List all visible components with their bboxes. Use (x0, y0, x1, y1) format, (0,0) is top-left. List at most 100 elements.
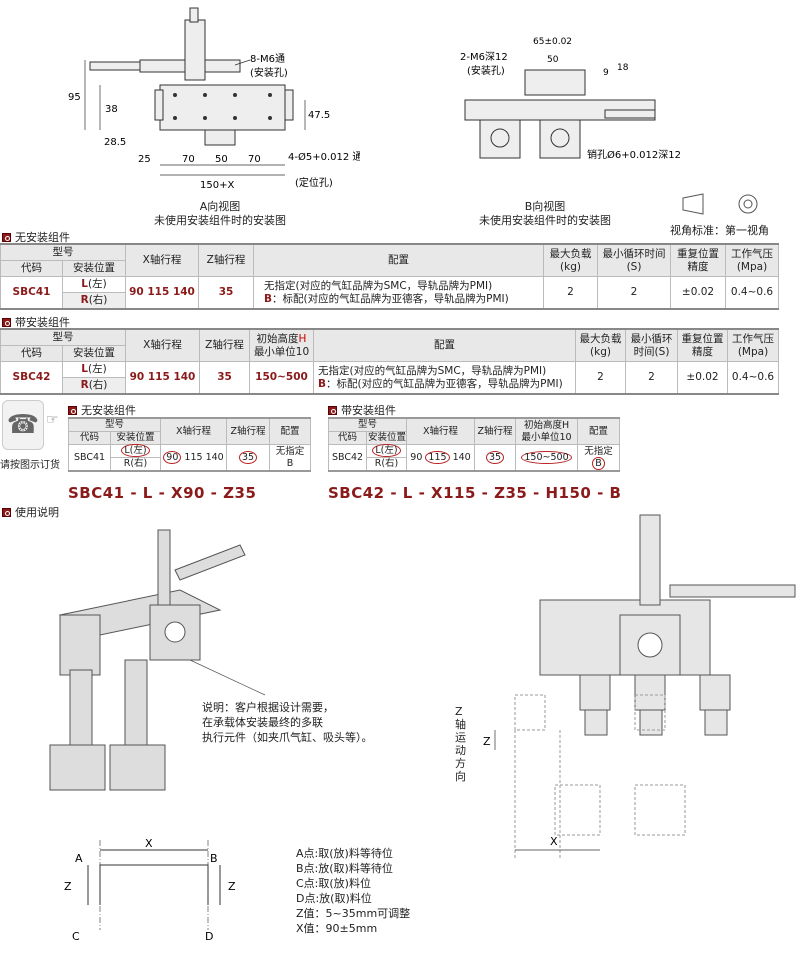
section1-title: 无安装组件 (15, 231, 70, 244)
drawing_a-dims-1: 38 (105, 104, 118, 115)
usage-title: 使用说明 (15, 506, 59, 519)
order-right-z_h: Z轴行程 (474, 417, 517, 445)
drawing-a-caption: A向视图未使用安装组件时的安装图 (140, 200, 300, 228)
drawing-a-view: 8-M6通 (安装孔) 4-Ø5+0.012 通 (定位孔) 95 38 28.… (68, 7, 360, 191)
order-left-R: R(右) (109, 457, 162, 472)
order-right-x3: 140 (452, 451, 471, 463)
drawing_a-dims-2: 28.5 (104, 137, 126, 148)
order-left-header: 无安装组件 (68, 402, 136, 418)
view-standard: 视角标准：第一视角 (670, 224, 769, 237)
usage-dim_z: Z (483, 735, 491, 748)
section1-header: 无安装组件 (2, 229, 70, 245)
section2-row-rep: ±0.02 (677, 361, 728, 395)
section1-row-cfgB: B (264, 292, 273, 305)
order-right-L: L(左) (372, 444, 401, 457)
section1-headers-rep: 重复位置 (677, 247, 719, 260)
section1-headers-cycle_u: (S) (626, 260, 642, 273)
order-right-x2: 115 (425, 450, 450, 464)
usage-motion-D: D (205, 930, 213, 943)
section1-headers-code: 代码 (0, 260, 63, 277)
order-code-left: SBC41 - L - X90 - Z35 (68, 484, 257, 502)
section1-row-R2: (右) (88, 294, 108, 306)
section1-headers-config: 配置 (253, 243, 544, 277)
order-left-x1: 90 (163, 450, 182, 464)
section1-headers-pres_u: (Mpa) (736, 260, 768, 273)
usage-note-0: 说明：客户根据设计需要， (202, 701, 334, 714)
callout-pin-hole: 销孔Ø6+0.012深12 (587, 148, 681, 161)
drawing_b-caption2: 未使用安装组件时的安装图 (479, 214, 611, 227)
usage-motion-B: B (210, 852, 218, 865)
callout-b-mount: 2-M6深12 (460, 51, 508, 63)
section1-row-cycle: 2 (597, 276, 671, 310)
section2-row-z: 35 (199, 361, 250, 395)
section1-row-rep: ±0.02 (670, 276, 726, 310)
drawing_a-dims-5: 70 (182, 154, 195, 165)
section2-headers-x: X轴行程 (125, 328, 200, 362)
section2-headers-hH: H (298, 332, 307, 345)
section2-row-cfg2: ：标配(对应的气缸品牌为亚德客，导轨品牌为PMI) (326, 377, 563, 390)
order-left-code_h: 代码 (68, 431, 111, 445)
drawing_a-caption1: A向视图 (199, 200, 241, 213)
order-right-cfg2: B (592, 456, 605, 470)
bullet-icon (328, 405, 337, 415)
section1-row-R: R (80, 294, 89, 306)
section2-headers-z: Z轴行程 (199, 328, 250, 362)
usage-legend-2: C点:取(放)料位 (296, 877, 371, 890)
order-code-right: SBC42 - L - X115 - Z35 - H150 - B (328, 484, 622, 502)
order-left-cfg_h: 配置 (269, 417, 312, 445)
section2-headers-h2: 最小单位10 (253, 345, 310, 358)
order-hint: 请按图示订货 (0, 460, 60, 471)
usage-dim_x: X (550, 835, 558, 848)
order-right-header: 带安装组件 (328, 402, 396, 418)
section1-row-code: SBC41 (0, 276, 63, 310)
order-left-z_h: Z轴行程 (226, 417, 271, 445)
bullet-icon (2, 507, 11, 517)
usage-legend-4: Z值：5~35mm可调整 (296, 907, 411, 920)
section2-headers-load_u: (kg) (590, 345, 611, 358)
motion-path-diagram: X A B C D Z Z (64, 837, 236, 943)
section1-row-L2: (左) (88, 278, 107, 290)
section1-row-z: 35 (198, 276, 254, 310)
usage-note-2: 执行元件（如夹爪气缸、吸头等）。 (202, 731, 373, 744)
section1-row-x: 90 115 140 (125, 276, 199, 310)
drawing_a-callouts-3: (定位孔) (295, 176, 333, 189)
section1-headers-x: X轴行程 (125, 243, 199, 277)
drawing_b-dims-3: 18 (617, 63, 629, 73)
order-right-code: SBC42 (328, 444, 367, 472)
usage-legend-5: X值：90±5mm (296, 922, 378, 935)
callout-locating-holes: 4-Ø5+0.012 通 (288, 151, 360, 163)
section2-headers-cycle: 最小循环 (630, 332, 673, 345)
order-right-code_h: 代码 (328, 431, 367, 445)
drawing_a-dims-7: 70 (248, 154, 261, 165)
section2-row-L: L (81, 363, 88, 375)
section2-row-load: 2 (575, 361, 626, 395)
section2-row-R2: (右) (88, 379, 108, 391)
section1-headers-mount: 安装位置 (62, 260, 126, 277)
order-left-L: L(左) (121, 444, 150, 457)
section2-row-h: 150~500 (249, 361, 314, 395)
order-left-z: 35 (238, 450, 258, 464)
order-right-model: 型号 (327, 417, 408, 432)
order-right-cfg_h: 配置 (577, 417, 621, 445)
section2-row-pres: 0.4~0.6 (727, 361, 779, 395)
usage-motion-C: C (72, 930, 80, 943)
usage-motion-A: A (75, 852, 83, 865)
order-left-x_h: X轴行程 (160, 417, 228, 445)
section2-row-x: 90 115 140 (125, 361, 200, 395)
usage-motion-Z: Z (228, 880, 236, 893)
usage-legend-0: A点:取(放)料等待位 (296, 847, 393, 860)
section2-headers-load: 最大负载 (579, 332, 622, 345)
order-left-cfg1: 无指定 (275, 445, 305, 457)
usage-header: 使用说明 (2, 504, 59, 520)
z-axis-label: Z轴运动方向 (455, 705, 466, 783)
section2-headers-rep2: 精度 (692, 345, 713, 358)
usage-front-drawing-right: X Z (483, 514, 796, 860)
section2-row-R: R (80, 379, 89, 391)
order-left-x3: 140 (205, 451, 224, 463)
order-right-h_h1: 初始高度H (523, 419, 570, 431)
bullet-icon (2, 232, 11, 242)
drawing_b-dims-2: 9 (603, 68, 609, 78)
